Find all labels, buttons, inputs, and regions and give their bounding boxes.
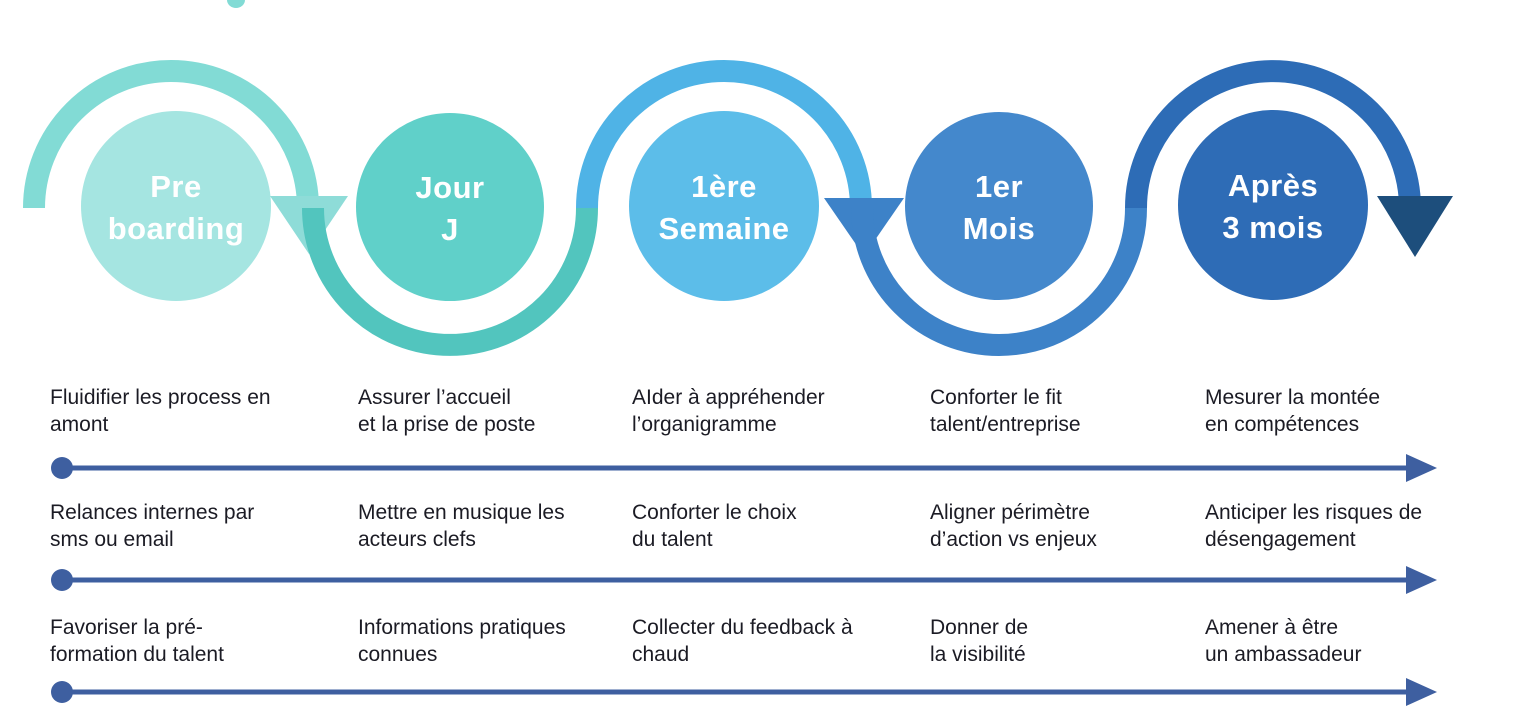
logo-fragment <box>227 0 245 8</box>
task-cell-row2-col3: Conforter le choix du talent <box>632 501 797 551</box>
stage-circle <box>81 111 271 301</box>
task-cell-row1-col2: Assurer l’accueil et la prise de poste <box>358 386 536 436</box>
task-cell-row1-col3: AIder à appréhender l’organigramme <box>632 386 825 436</box>
stage-circle <box>905 112 1093 300</box>
stage-label-line1: 1ère <box>691 169 757 204</box>
task-cell-row2-col1: Relances internes par sms ou email <box>50 501 255 551</box>
flow-arc-5 <box>1125 60 1421 209</box>
task-cell-row3-col5: Amener à être un ambassadeur <box>1205 616 1362 666</box>
right-arrow-icon <box>1406 566 1437 594</box>
task-cell-row1-col5: Mesurer la montée en compétences <box>1205 386 1381 436</box>
stage-4-premier-mois: 1er Mois <box>905 112 1093 300</box>
right-arrow-icon <box>1406 678 1437 706</box>
right-arrow-icon <box>1406 454 1437 482</box>
task-cell-row3-col3: Collecter du feedback à chaud <box>632 616 853 666</box>
timeline-arrow-3 <box>51 678 1437 706</box>
stage-3-premiere-semaine: 1ère Semaine <box>629 111 819 301</box>
task-cell-row3-col4: Donner de la visibilité <box>930 616 1029 666</box>
stage-2-jour-j: Jour J <box>356 113 544 301</box>
stage-circle <box>1178 110 1368 300</box>
flow-arc-1 <box>23 60 319 209</box>
task-cell-row3-col2: Informations pratiques connues <box>358 616 566 666</box>
stage-label-line1: 1er <box>975 169 1023 204</box>
task-cell-row2-col4: Aligner périmètre d’action vs enjeux <box>930 501 1097 551</box>
timeline-arrow-2 <box>51 566 1437 594</box>
flow-arc-3 <box>576 60 872 209</box>
stage-label-line2: Mois <box>963 211 1036 246</box>
task-cell-row3-col1: Favoriser la pré- formation du talent <box>50 616 224 666</box>
stage-label-line2: J <box>441 212 459 247</box>
down-arrow-icon-final <box>1377 196 1453 257</box>
stage-circle <box>356 113 544 301</box>
stage-label-line1: Après <box>1228 168 1318 203</box>
timeline-arrow-1 <box>51 454 1437 482</box>
task-cell-row1-col4: Conforter le fit talent/entreprise <box>930 386 1081 436</box>
task-cell-row1-col1: Fluidifier les process en amont <box>50 386 271 436</box>
stage-1-preboarding: Pre boarding <box>81 111 271 301</box>
flow-arc-4 <box>851 207 1147 356</box>
stage-label-line2: 3 mois <box>1222 210 1323 245</box>
task-cell-row2-col2: Mettre en musique les acteurs clefs <box>358 501 565 551</box>
stage-label-line2: Semaine <box>658 211 789 246</box>
stage-circle <box>629 111 819 301</box>
stage-label-line2: boarding <box>108 211 245 246</box>
stage-label-line1: Pre <box>150 169 201 204</box>
stage-5-apres-3-mois: Après 3 mois <box>1178 110 1368 300</box>
task-cell-row2-col5: Anticiper les risques de désengagement <box>1205 501 1423 551</box>
stage-label-line1: Jour <box>415 170 484 205</box>
flow-arc-2 <box>302 207 598 356</box>
